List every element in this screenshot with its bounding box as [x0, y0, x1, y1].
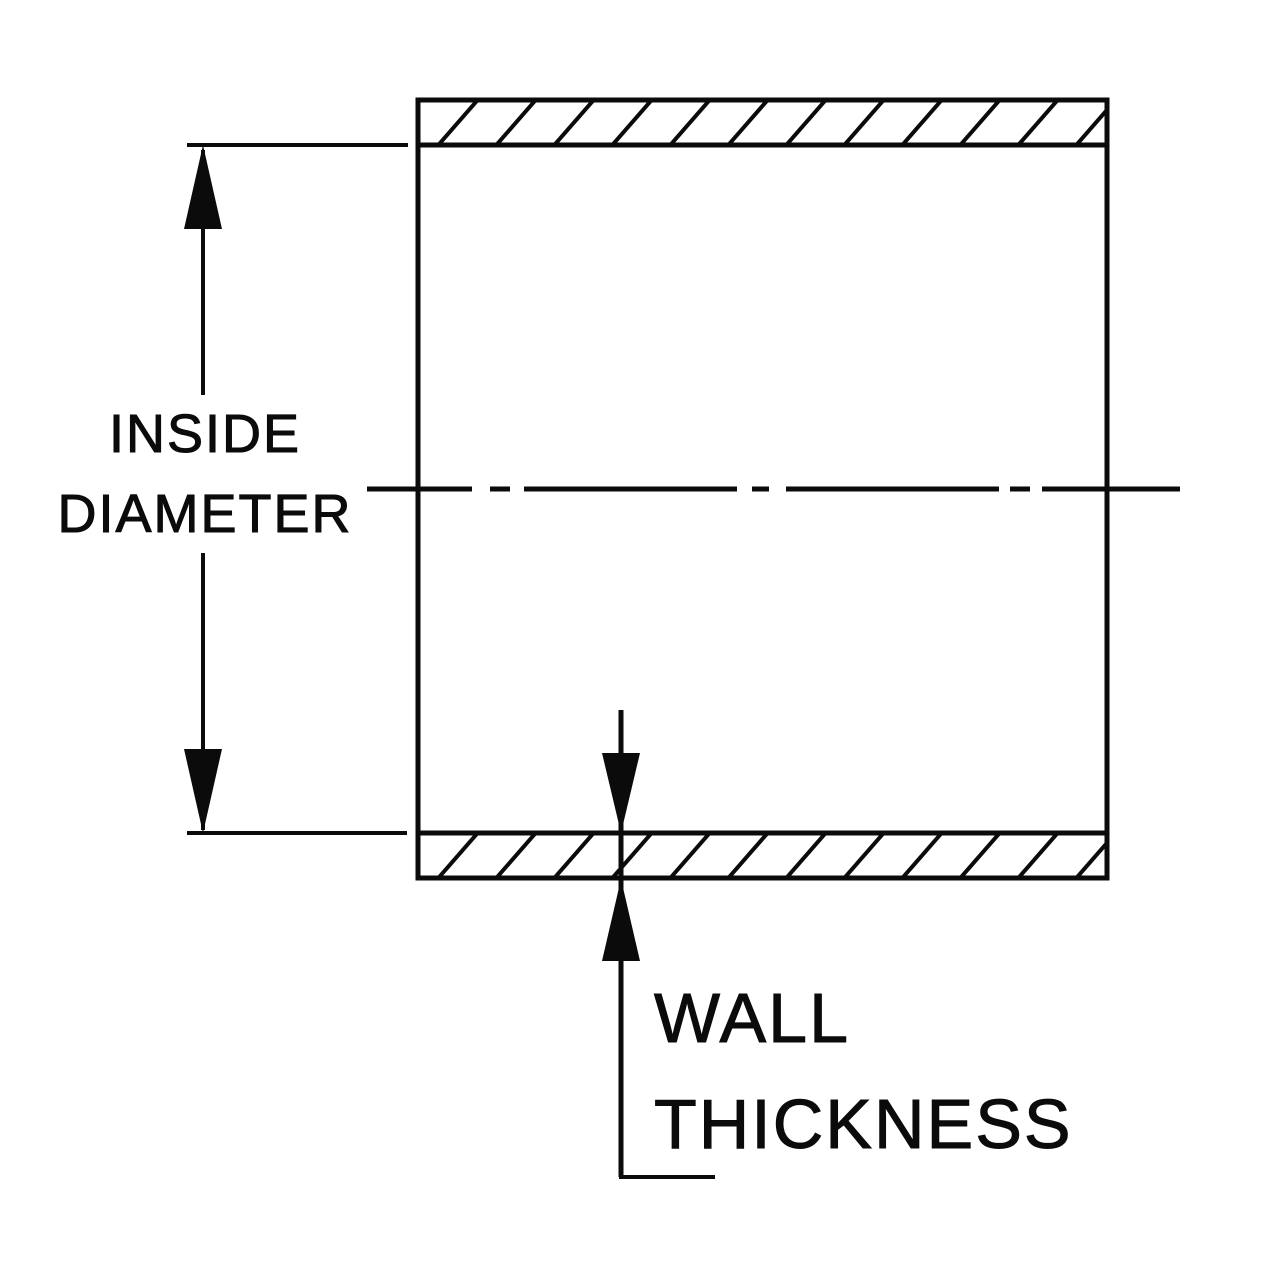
- inside-diameter-label-line1: INSIDE: [109, 404, 301, 464]
- arrowhead-up-icon: [184, 145, 222, 229]
- top-wall-hatch: [420, 100, 1105, 145]
- wall-thickness-label-line2: THICKNESS: [654, 1085, 1073, 1163]
- arrowhead-up-icon: [602, 879, 640, 961]
- wall-thickness-dimension: [602, 710, 715, 1179]
- wall-thickness-label-line1: WALL: [654, 979, 850, 1057]
- inside-diameter-dimension: [184, 143, 408, 835]
- arrowhead-down-icon: [184, 749, 222, 833]
- arrowhead-down-icon: [602, 753, 640, 833]
- bottom-wall-hatch: [420, 833, 1105, 878]
- inside-diameter-label-line2: DIAMETER: [57, 484, 352, 544]
